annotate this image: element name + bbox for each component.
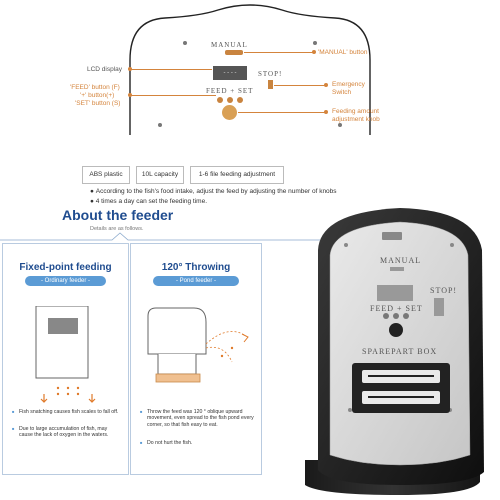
card-note-2: Do not hurt the fish. [140, 440, 255, 447]
device-stop-label: STOP! [430, 286, 458, 295]
pond-feeder-illustration [147, 307, 249, 383]
diagram-set-button[interactable] [237, 97, 243, 103]
spec-adjustment: 1-6 file feeding adjustment [190, 166, 284, 184]
device-sparepart-label: SPAREPART BOX [362, 347, 438, 356]
card-title: Fixed-point feeding [19, 262, 112, 273]
card-note-2: Due to large accumulation of fish, may c… [12, 426, 122, 439]
card-throwing: 120° Throwing - Pond feeder - Throw the … [130, 243, 262, 475]
leader-manual [244, 50, 316, 54]
bullet-icon: ● [90, 198, 96, 205]
card-pill: - Ordinary feeder - [25, 276, 106, 286]
about-subtitle: Details are as follows. [90, 226, 144, 232]
label-switch: Switch [332, 89, 352, 96]
feed-drop-arrows [40, 386, 96, 403]
bullet-2-text: 4 times a day can set the feeding time. [95, 198, 208, 205]
diagram-manual-button[interactable] [225, 50, 243, 55]
diagram-plus-button[interactable] [227, 97, 233, 103]
feeder-outline-diagram [129, 4, 371, 135]
about-title: About the feeder [62, 207, 174, 223]
diagram-feed-set-label: FEED + SET [206, 87, 254, 95]
lcd-digits: - - - - [223, 70, 237, 76]
diagram-manual-label: MANUAL [211, 41, 248, 49]
diagram-adjustment-knob[interactable] [222, 105, 237, 120]
leader-lcd [128, 67, 212, 71]
label-feed-button: 'FEED' button (F) [70, 84, 120, 91]
card-note-1: Throw the feed was 120 ° oblique upward … [140, 409, 255, 428]
device-feed-set-label: FEED + SET [370, 304, 423, 313]
label-set-button: 'SET' button (S) [75, 100, 121, 107]
leader-knob [238, 110, 328, 114]
card-title: 120° Throwing [161, 262, 231, 273]
device-manual-label: MANUAL [380, 256, 422, 265]
bullet-icon: ● [90, 188, 96, 195]
card-fixed-point: Fixed-point feeding - Ordinary feeder - … [2, 243, 129, 475]
leader-buttons [128, 93, 216, 97]
label-emergency: Emergency [332, 81, 365, 88]
diagram-stop-label: STOP! [258, 70, 283, 78]
about-divider [0, 232, 320, 241]
device-manual-button[interactable] [390, 267, 404, 271]
card-pill: - Pond feeder - [153, 276, 239, 286]
diagram-feed-button[interactable] [217, 97, 223, 103]
bullet-2: ● 4 times a day can set the feeding time… [90, 198, 207, 205]
diagram-emergency-switch[interactable] [268, 80, 273, 89]
label-manual-button: 'MANUAL' button [318, 49, 368, 56]
spec-material: ABS plastic [82, 166, 130, 184]
leader-switch [274, 83, 328, 87]
bullet-1: ● According to the fish's food intake, a… [90, 188, 337, 195]
label-feeding-amount: Feeding amount [332, 108, 379, 115]
spec-capacity: 10L capacity [136, 166, 184, 184]
card-note-1: Fish snatching causes fish scales to fal… [12, 409, 122, 416]
diagram-lcd-display: - - - - [213, 66, 247, 80]
bullet-1-text: According to the fish's food intake, adj… [95, 188, 337, 195]
ordinary-feeder-illustration [35, 306, 89, 379]
label-adjustment-knob: adjustment knob [332, 116, 380, 123]
label-lcd-display: LCD display [87, 66, 123, 73]
label-plus-button: '+' button(+) [80, 92, 115, 99]
